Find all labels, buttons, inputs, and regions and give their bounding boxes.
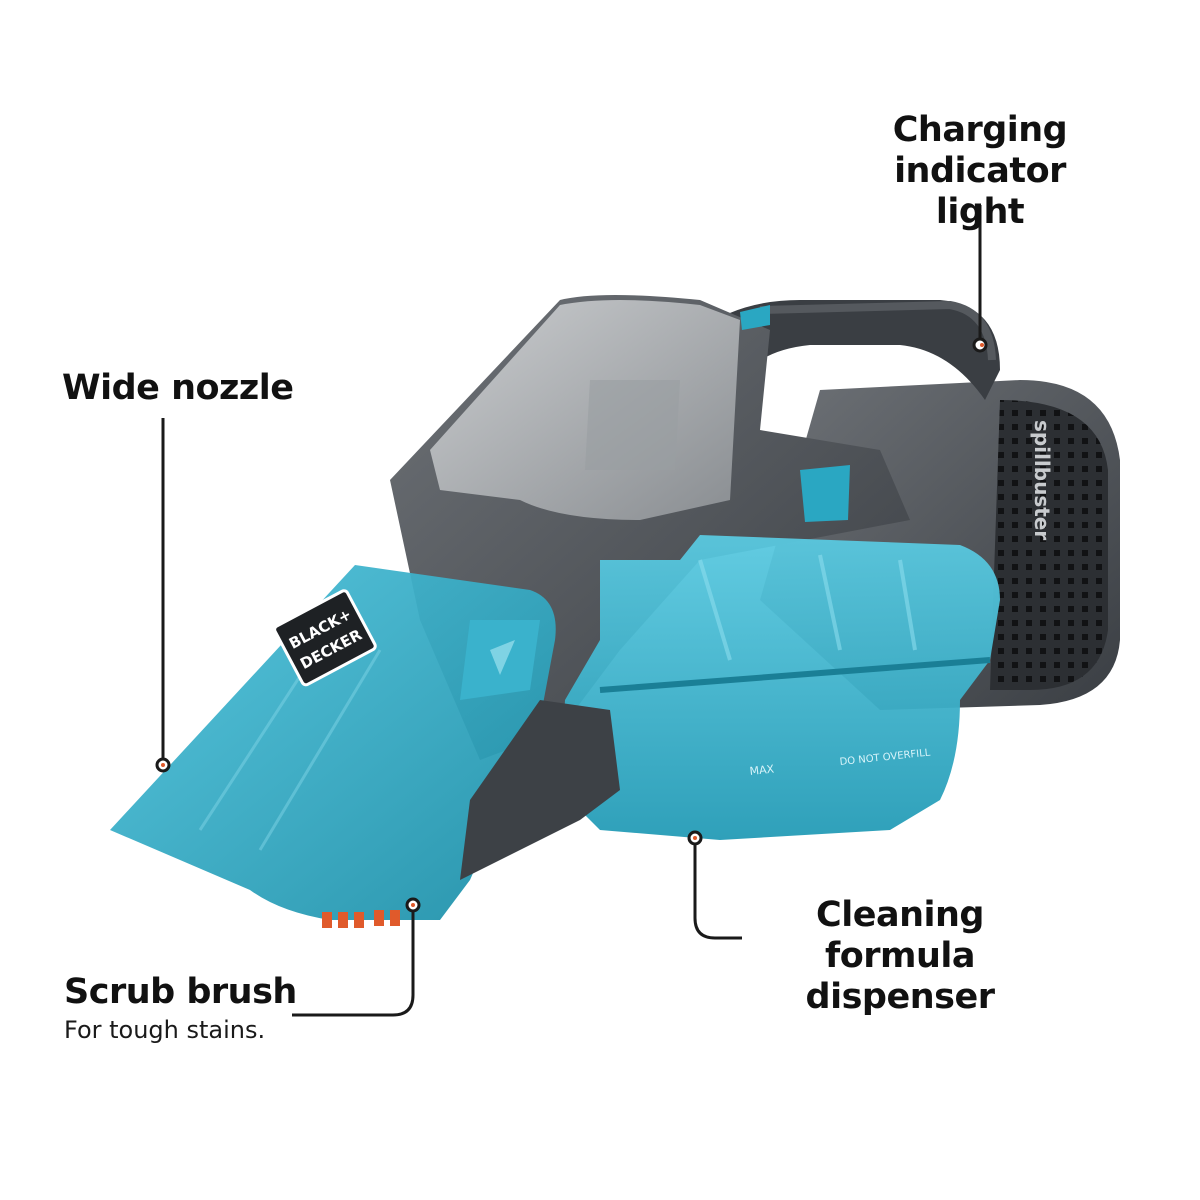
formula-dispenser-callout: Cleaning formula dispenser (745, 895, 1055, 1018)
charging-indicator-callout: Charging indicator light (820, 110, 1140, 233)
formula-tank (560, 535, 1000, 840)
model-name: spillbuster (1030, 420, 1054, 540)
handle (700, 300, 1000, 400)
wide-nozzle-label: Wide nozzle (62, 368, 294, 408)
callout-dots (155, 337, 988, 913)
wide-nozzle (110, 565, 556, 920)
wide-nozzle-callout: Wide nozzle (62, 368, 294, 409)
vent-grill (990, 400, 1108, 690)
callout-leaders (161, 205, 982, 1017)
charging-callout-line2: light (935, 192, 1025, 232)
scrub-brush-sub: For tough stains. (64, 1016, 266, 1044)
tank-mark-max: MAX (749, 762, 775, 778)
scrub-brush-callout: Scrub brush (64, 972, 297, 1013)
charging-callout-line1: Charging indicator (892, 110, 1068, 191)
scrub-brush-label: Scrub brush (64, 972, 297, 1012)
formula-callout-line1: Cleaning formula (816, 895, 984, 976)
dirt-chamber-lid (430, 300, 740, 520)
scrub-brush-bristles (322, 910, 400, 928)
formula-callout-line2: dispenser (805, 977, 995, 1017)
